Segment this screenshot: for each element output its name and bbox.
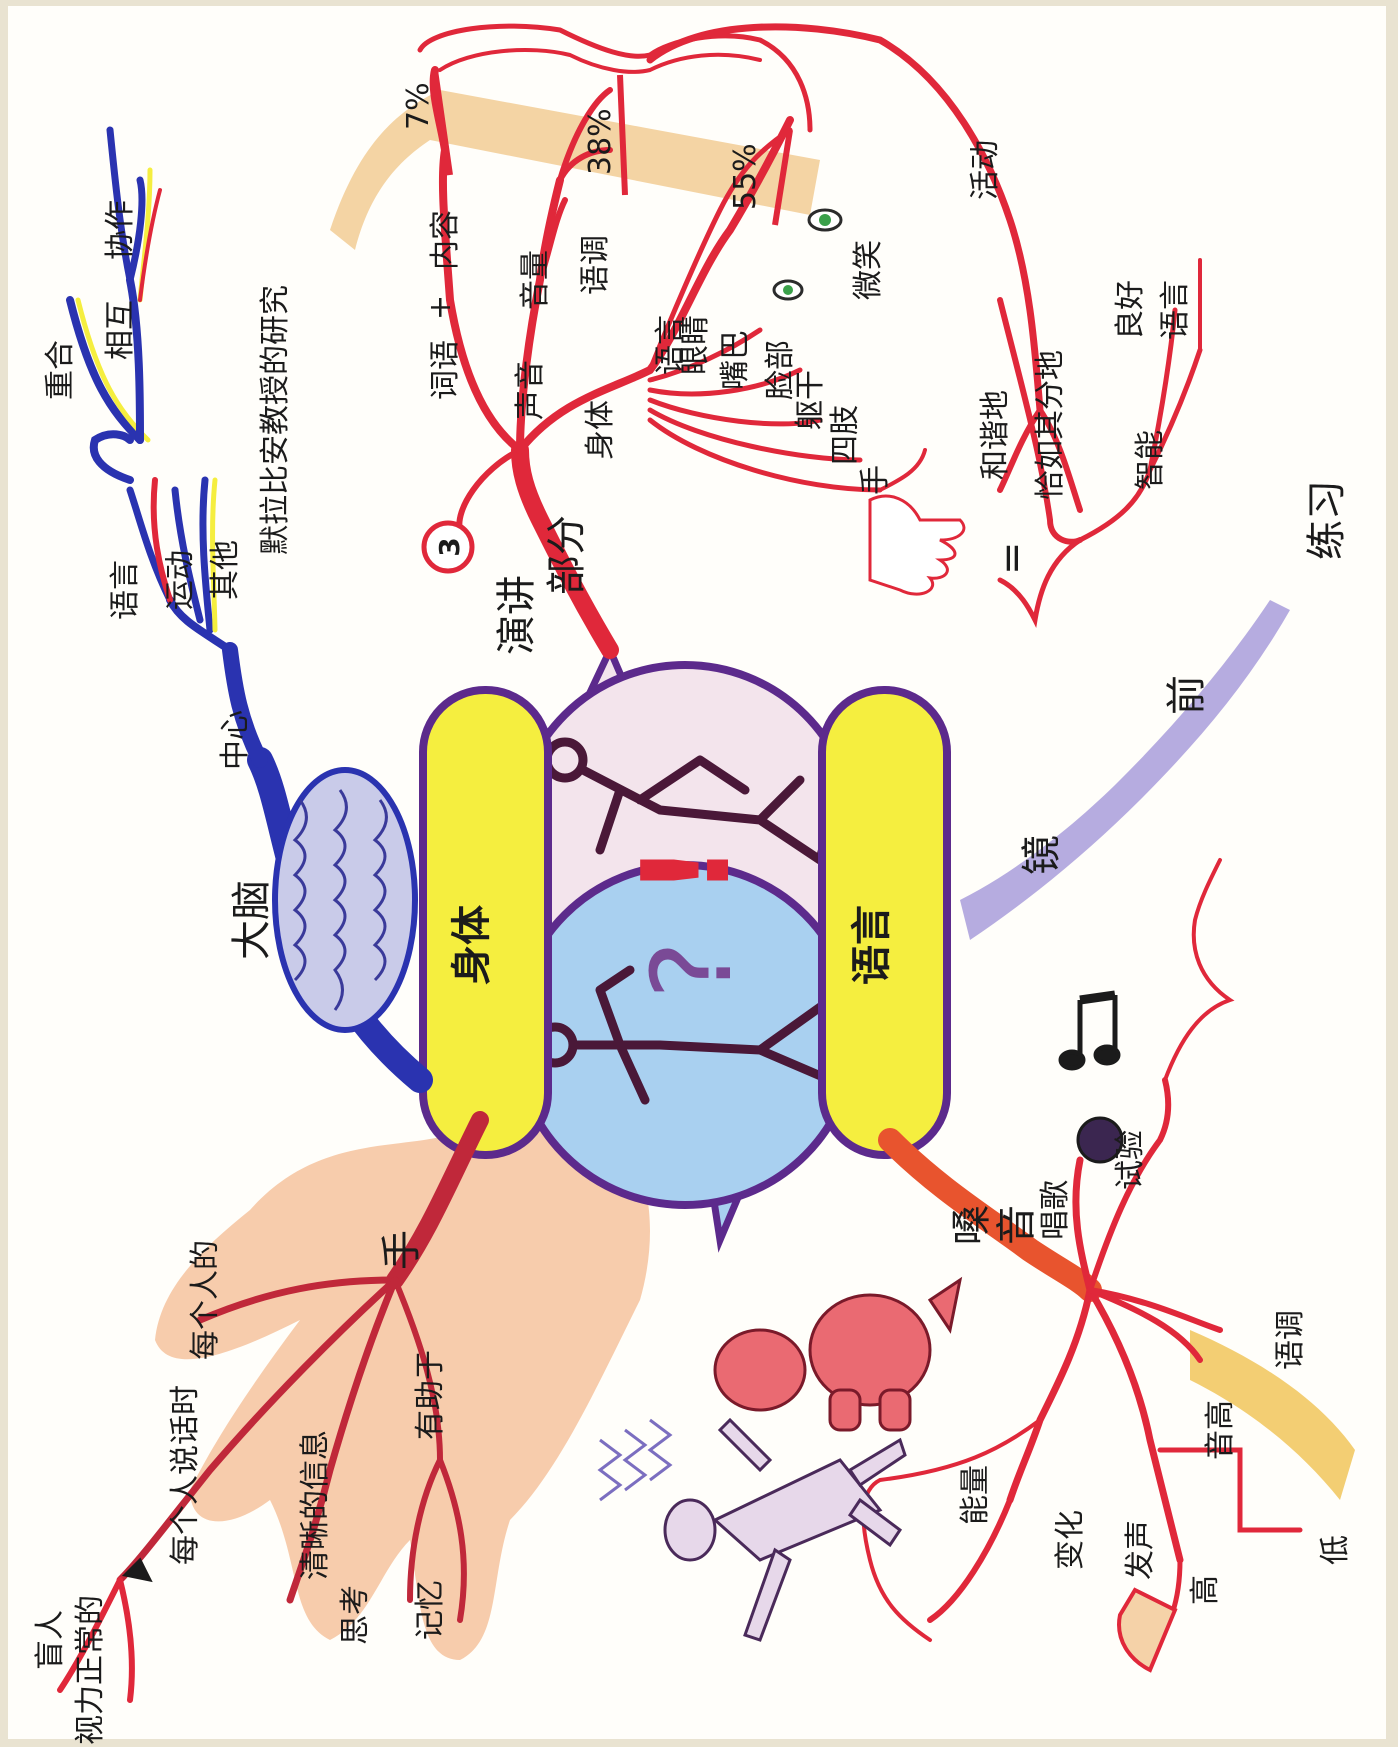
speech-activity: 活动 (968, 140, 1003, 200)
hand-item-clear-info: 清晰的信息 (298, 1430, 333, 1580)
speech-voice: 声音 (513, 360, 548, 420)
exclaim-mark: ! (618, 843, 757, 898)
hand-item-think: 思考 (338, 1585, 373, 1645)
brain-icon (275, 770, 415, 1030)
speech-content: 内容 (428, 210, 463, 270)
speech-equals: = (989, 541, 1035, 575)
voice-tone: 语调 (1273, 1310, 1308, 1370)
body-item-mouth: 嘴巴 (718, 330, 753, 390)
brain-overlap-label: 重合 (43, 340, 78, 400)
mirror-label-3: 练习 (1304, 480, 1350, 560)
mouth-icon (774, 281, 802, 299)
mirror-band (960, 600, 1290, 940)
percent-voice: 38% (583, 108, 618, 175)
voice-utter: 发声 (1123, 1520, 1158, 1580)
voice-energy: 能量 (958, 1465, 993, 1525)
voice-pitch: 音高 (1203, 1400, 1238, 1460)
hand-item-memory: 记忆 (413, 1580, 448, 1640)
hand-item-everyone: 每个人的 (188, 1240, 223, 1360)
center-label-language: 语言 (849, 905, 895, 985)
arrow-icon (125, 1560, 150, 1580)
voice-test: 试验 (1113, 1130, 1148, 1190)
speech-label-3: 部 (544, 555, 590, 595)
brain-item-language: 语言 (108, 560, 143, 620)
voice-high: 高 (1188, 1575, 1223, 1605)
brain-item-motion: 运动 (163, 550, 198, 610)
speech-label-4: 分 (544, 515, 590, 555)
speech-language: 语言 (1158, 280, 1193, 340)
speech-volume: 音量 (518, 250, 553, 310)
voice-sing: 唱歌 (1038, 1180, 1073, 1240)
brain-center-label: 中心 (218, 710, 253, 770)
center-label-body: 身体 (449, 905, 495, 985)
hand-item-helps: 有助于 (413, 1350, 448, 1440)
shouting-man-icon (665, 1420, 905, 1640)
hand-blind: 盲人 (33, 1610, 68, 1670)
question-mark: ? (628, 941, 756, 999)
percent-words: 7% (401, 82, 436, 130)
number-badge-text: 3 (433, 537, 466, 556)
speech-smile: 微笑 (851, 240, 886, 300)
hand-shape (155, 1120, 650, 1660)
body-item-eyes: 眼睛 (678, 315, 713, 375)
study-title: 默拉比安教授的研究 (258, 285, 293, 555)
body-item-torso: 躯干 (793, 370, 828, 430)
dog-icon (715, 1280, 960, 1430)
hand-item-speaking: 每个人说话时 (168, 1385, 203, 1565)
speech-harmony-2: 恰如其分地 (1033, 350, 1068, 500)
mirror-label-2: 前 (1164, 675, 1210, 715)
voice-label-2: 音 (994, 1205, 1040, 1245)
percent-body: 55% (728, 143, 763, 210)
body-item-hand: 手 (858, 465, 893, 495)
brain-mutual-label: 相互 (103, 300, 138, 360)
speech-body: 身体 (583, 400, 618, 460)
noise-lines-icon (600, 1420, 670, 1500)
voice-change: 变化 (1053, 1510, 1088, 1570)
music-note-icon (1061, 995, 1118, 1068)
megaphone-icon (1119, 1590, 1175, 1670)
hand-label: 手 (379, 1230, 425, 1270)
voice-label-1: 嗓 (949, 1205, 995, 1245)
speech-plus: + (423, 295, 458, 320)
speech-harmony-1: 和谐地 (978, 390, 1013, 480)
speech-label-1: 讲 (494, 575, 540, 615)
speech-good: 良好 (1113, 280, 1148, 340)
eye-icon (809, 210, 841, 230)
brain-cooperate-label: 协作 (103, 200, 138, 260)
mirror-label-1: 镜 (1019, 835, 1065, 875)
speech-intelligent: 智能 (1133, 430, 1168, 490)
body-item-limbs: 四肢 (828, 405, 863, 465)
speech-tone: 语调 (578, 235, 613, 295)
pointing-hand-icon (870, 496, 964, 594)
speech-label-2: 演 (494, 615, 540, 655)
brain-item-other: 其他 (208, 540, 243, 600)
voice-low: 低 (1318, 1535, 1353, 1565)
brain-label: 大脑 (229, 880, 275, 960)
speech-words: 词语 (428, 340, 463, 400)
hand-sighted: 视力正常的 (73, 1595, 108, 1745)
